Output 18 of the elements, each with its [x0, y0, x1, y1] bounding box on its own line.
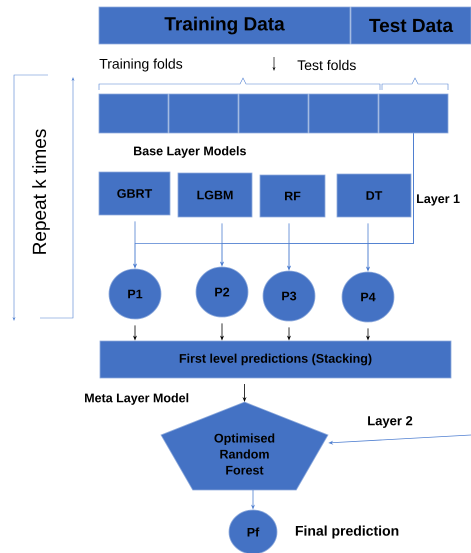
text-label: Training folds [100, 58, 182, 72]
fold-box [168, 94, 238, 134]
edge-label: Layer 2 [368, 416, 412, 428]
process-box: DT [336, 174, 412, 218]
process-box: Test Data [350, 6, 471, 44]
process-box: RF [260, 174, 326, 218]
text-label: Base Layer Models [134, 146, 246, 158]
node-caption: Final prediction [296, 525, 398, 539]
process-box: GBRT [98, 172, 170, 216]
fold-box [98, 94, 168, 134]
process-box: First level predictions (Stacking) [100, 340, 452, 378]
fold-box [238, 94, 308, 134]
text-label: Layer 1 [417, 194, 460, 206]
text-label: Repeat k times [32, 129, 50, 254]
fold-box [308, 94, 378, 134]
process-box: LGBM [178, 172, 252, 218]
text-label: Test folds [298, 60, 356, 70]
fold-box [378, 94, 448, 134]
